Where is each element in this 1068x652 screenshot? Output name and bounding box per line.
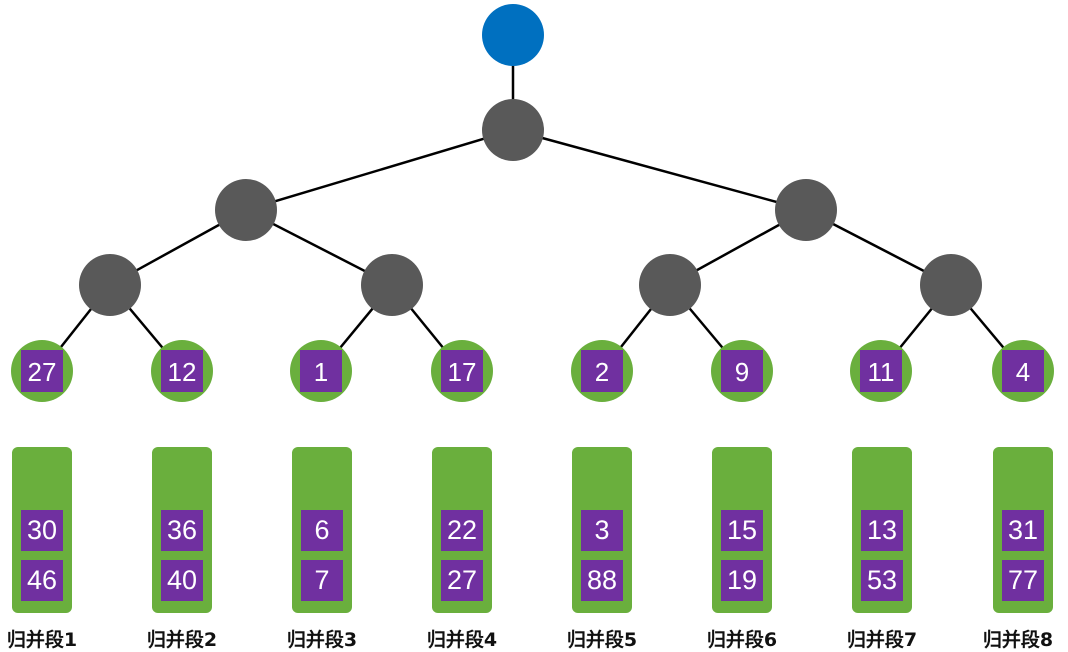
leaf-value: 2 xyxy=(595,357,609,387)
segment-value: 7 xyxy=(301,560,343,601)
segment-value: 30 xyxy=(21,510,63,551)
segment-value: 19 xyxy=(721,560,763,601)
leaf-node: 11 xyxy=(850,340,912,402)
segment-value: 31 xyxy=(1002,510,1044,551)
leaf-square xyxy=(721,350,763,392)
leaf-value: 27 xyxy=(28,357,57,387)
segment-value: 36 xyxy=(161,510,203,551)
merge-segment-5: 3 88 xyxy=(572,447,632,613)
leaf-node: 27 xyxy=(11,340,73,402)
segment-value: 22 xyxy=(441,510,483,551)
segment-label: 归并段3 xyxy=(286,629,358,651)
leaf-value: 9 xyxy=(735,357,749,387)
leaf-square xyxy=(441,350,483,392)
leaf-value: 1 xyxy=(314,357,328,387)
leaf-square xyxy=(161,350,203,392)
leaf-value: 11 xyxy=(868,357,895,387)
leaf-node: 17 xyxy=(431,340,493,402)
segment-value: 27 xyxy=(441,560,483,601)
leaf-node: 2 xyxy=(571,340,633,402)
internal-node xyxy=(639,254,701,316)
tree-nodes: 27 12 1 17 2 9 11 4 xyxy=(11,4,1054,402)
segment-value: 3 xyxy=(581,510,623,551)
leaf-square xyxy=(1002,350,1044,392)
segment-label: 归并段2 xyxy=(146,629,218,651)
segment-label: 归并段1 xyxy=(6,629,78,651)
leaf-node: 9 xyxy=(711,340,773,402)
segment-value: 46 xyxy=(21,560,63,601)
leaf-value: 4 xyxy=(1016,357,1030,387)
internal-node xyxy=(775,179,837,241)
segment-value: 13 xyxy=(861,510,903,551)
tree-edge xyxy=(512,128,807,212)
segment-value: 53 xyxy=(861,560,903,601)
leaf-value: 17 xyxy=(448,357,477,387)
internal-node xyxy=(482,99,544,161)
internal-node xyxy=(79,254,141,316)
root-node xyxy=(482,4,544,66)
segment-label: 归并段5 xyxy=(566,629,638,651)
leaf-square xyxy=(860,350,902,392)
segment-value: 77 xyxy=(1002,560,1044,601)
tree-edges xyxy=(41,35,1024,372)
segment-value: 15 xyxy=(721,510,763,551)
segment-label: 归并段4 xyxy=(426,629,498,651)
merge-segment-7: 13 53 xyxy=(852,447,912,613)
segment-value: 6 xyxy=(301,510,343,551)
internal-node xyxy=(361,254,423,316)
leaf-node: 1 xyxy=(290,340,352,402)
leaf-node: 4 xyxy=(992,340,1054,402)
merge-segment-4: 22 27 xyxy=(432,447,492,613)
segment-value: 40 xyxy=(161,560,203,601)
segment-label: 归并段8 xyxy=(982,629,1054,651)
merge-segment-2: 36 40 xyxy=(152,447,212,613)
leaf-square xyxy=(581,350,623,392)
leaf-value: 12 xyxy=(168,357,197,387)
merge-segment-8: 31 77 xyxy=(993,447,1053,613)
leaf-node: 12 xyxy=(151,340,213,402)
leaf-square xyxy=(21,350,63,392)
leaf-square xyxy=(300,350,342,392)
merge-segment-1: 30 46 xyxy=(12,447,72,613)
internal-node xyxy=(215,179,277,241)
segment-value: 88 xyxy=(581,560,623,601)
merge-segment-3: 6 7 xyxy=(292,447,352,613)
segment-label: 归并段7 xyxy=(846,629,918,651)
tree-edge xyxy=(245,128,514,212)
segment-label: 归并段6 xyxy=(706,629,778,651)
merge-segment-6: 15 19 xyxy=(712,447,772,613)
internal-node xyxy=(920,254,982,316)
